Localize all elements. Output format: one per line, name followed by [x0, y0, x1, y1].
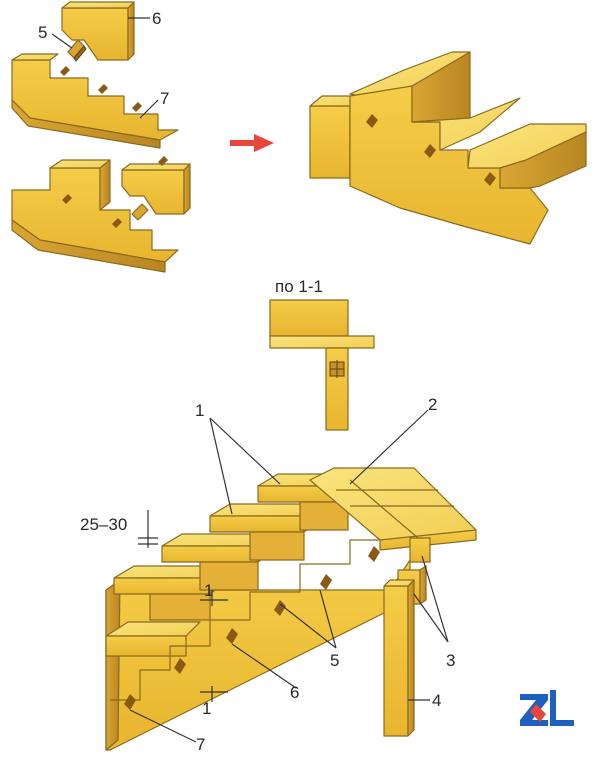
exploded-stringer-top: [11, 1, 179, 149]
riser-block-bottom: [121, 169, 185, 215]
section-tread: [269, 335, 375, 349]
assembled-stringer: [309, 51, 587, 245]
post-4: [383, 585, 409, 737]
label-5-top: 5: [38, 23, 47, 42]
main-notches-5: [124, 546, 380, 710]
transition-arrow: [230, 134, 274, 152]
logo-text: ZL: [520, 739, 522, 741]
section-label: по 1-1: [275, 277, 323, 296]
label-5-main: 5: [330, 651, 339, 670]
label-7-main: 7: [196, 735, 205, 754]
label-3: 3: [446, 651, 455, 670]
callout-labels: 6 5 7 1 2 25–30 1 5 3 6 1 4 7: [38, 9, 455, 754]
beam-3-top: [409, 537, 431, 563]
label-2: 2: [428, 395, 437, 414]
label-1-bottom: 1: [202, 699, 211, 718]
label-4: 4: [432, 691, 441, 710]
stringer-notches: [60, 66, 142, 112]
leader-lines: [51, 17, 449, 743]
main-stair: [105, 467, 477, 751]
label-6-main: 6: [290, 683, 299, 702]
zl-logo: ZL: [520, 690, 574, 741]
label-1-rise: 1: [204, 581, 213, 600]
exploded-stringer-bottom: [11, 156, 191, 273]
assembled-notches: [366, 114, 496, 186]
label-1-main: 1: [195, 401, 204, 420]
section-1-1: по 1-1: [269, 277, 375, 431]
label-7-top: 7: [160, 89, 169, 108]
label-6-top: 6: [152, 9, 161, 28]
section-riser: [269, 299, 349, 337]
dimension-label: 25–30: [80, 515, 127, 534]
